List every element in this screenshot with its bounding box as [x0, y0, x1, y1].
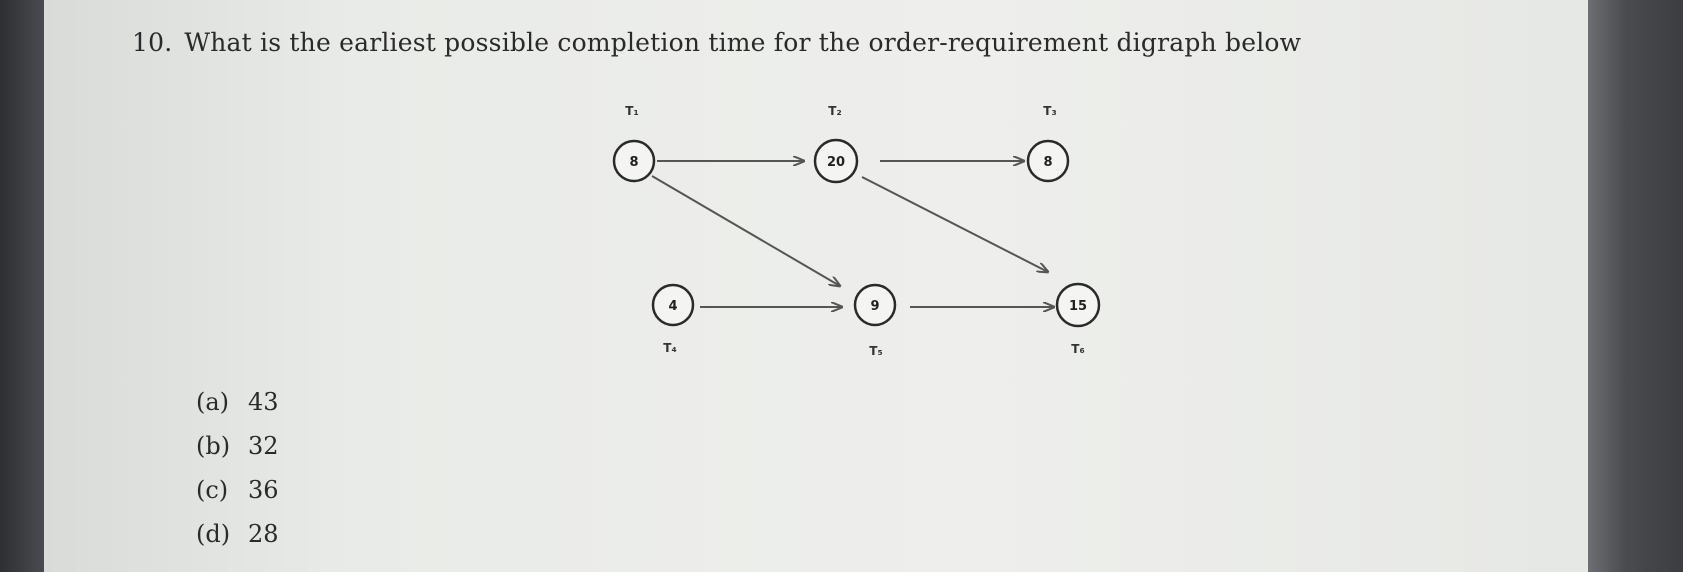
choice-a[interactable]: (a) 43 [196, 380, 279, 424]
choice-c[interactable]: (c) 36 [196, 468, 279, 512]
monitor-bezel-right [1588, 0, 1683, 572]
node-t5-value: 9 [870, 299, 879, 314]
choice-d-value: 28 [248, 520, 279, 548]
question-number: 10. [132, 28, 173, 57]
monitor-bezel-left [0, 0, 44, 572]
choice-b-letter: (b) [196, 432, 231, 460]
choice-a-value: 43 [248, 388, 279, 416]
choice-c-value: 36 [248, 476, 279, 504]
node-t1-label: T₁ [625, 104, 638, 118]
node-t6-value: 15 [1069, 299, 1087, 314]
node-t5-circle [853, 283, 897, 327]
node-t2-circle [813, 138, 859, 184]
question-text: What is the earliest possible completion… [184, 28, 1302, 57]
node-t1-circle [612, 139, 656, 183]
edge-t2-t6 [861, 176, 1048, 272]
node-t3-label: T₃ [1043, 104, 1056, 118]
choice-d[interactable]: (d) 28 [196, 512, 279, 556]
choice-d-letter: (d) [196, 520, 231, 548]
node-t2: T₂ 20 [813, 104, 859, 184]
node-t3-circle [1026, 139, 1070, 183]
node-t5-label: T₅ [869, 344, 882, 358]
choice-b[interactable]: (b) 32 [196, 424, 279, 468]
node-t5: 9 T₅ [853, 283, 897, 358]
choice-b-value: 32 [248, 432, 279, 460]
edge-t1-t5 [651, 175, 840, 286]
question-prompt: 10. What is the earliest possible complet… [132, 28, 1301, 57]
node-t6-label: T₆ [1071, 342, 1084, 356]
node-t4-circle [651, 283, 695, 327]
node-t2-value: 20 [827, 155, 845, 170]
node-t6: 15 T₆ [1055, 282, 1101, 356]
node-t4: 4 T₄ [651, 283, 695, 355]
choice-c-letter: (c) [196, 476, 229, 504]
node-t3: T₃ 8 [1026, 104, 1070, 183]
node-t4-value: 4 [668, 299, 677, 314]
node-t2-label: T₂ [828, 104, 841, 118]
node-t4-label: T₄ [663, 341, 676, 355]
node-t6-circle [1055, 282, 1101, 328]
node-t1-value: 8 [629, 155, 638, 170]
choice-a-letter: (a) [196, 388, 230, 416]
answer-choices: (a) 43 (b) 32 (c) 36 (d) 28 [196, 380, 279, 556]
document-page [44, 0, 1588, 572]
node-t3-value: 8 [1043, 155, 1052, 170]
node-t1: T₁ 8 [612, 104, 656, 183]
